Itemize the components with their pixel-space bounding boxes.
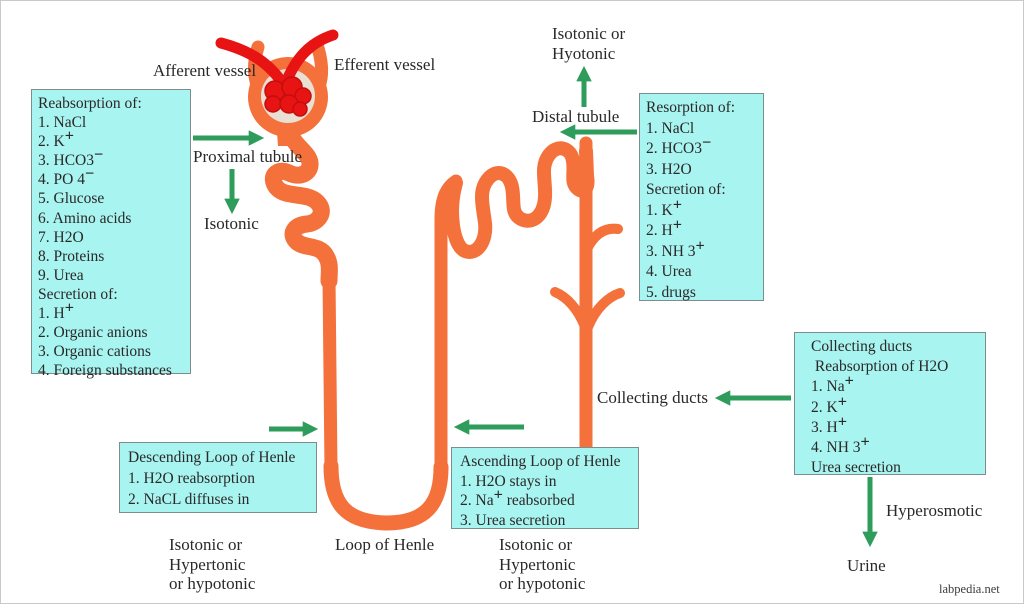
descending-limb-drawing bbox=[322, 272, 338, 476]
collecting-duct-drawing bbox=[550, 136, 625, 454]
loop-of-henle-drawing bbox=[323, 458, 449, 531]
afferent-vessel-drawing bbox=[215, 37, 290, 91]
label-loop-of-henle: Loop of Henle bbox=[335, 535, 435, 554]
distal-tubule-drawing bbox=[445, 141, 595, 259]
label-isotonic: Isotonic bbox=[204, 214, 259, 233]
label-collecting-ducts: Collecting ducts bbox=[597, 388, 708, 407]
label-afferent-vessel: Afferent vessel bbox=[153, 61, 257, 80]
glomerulus-capillaries bbox=[264, 76, 312, 117]
label-proximal-tubule: Proximal tubule bbox=[193, 147, 303, 166]
label-efferent-vessel: Efferent vessel bbox=[334, 55, 436, 74]
label-hyperosmotic: Hyperosmotic bbox=[886, 501, 983, 520]
label-distal-tubule: Distal tubule bbox=[532, 107, 620, 126]
watermark: labpedia.net bbox=[939, 582, 1000, 596]
label-urine: Urine bbox=[847, 556, 886, 575]
proximal-tubule-drawing bbox=[264, 120, 338, 290]
